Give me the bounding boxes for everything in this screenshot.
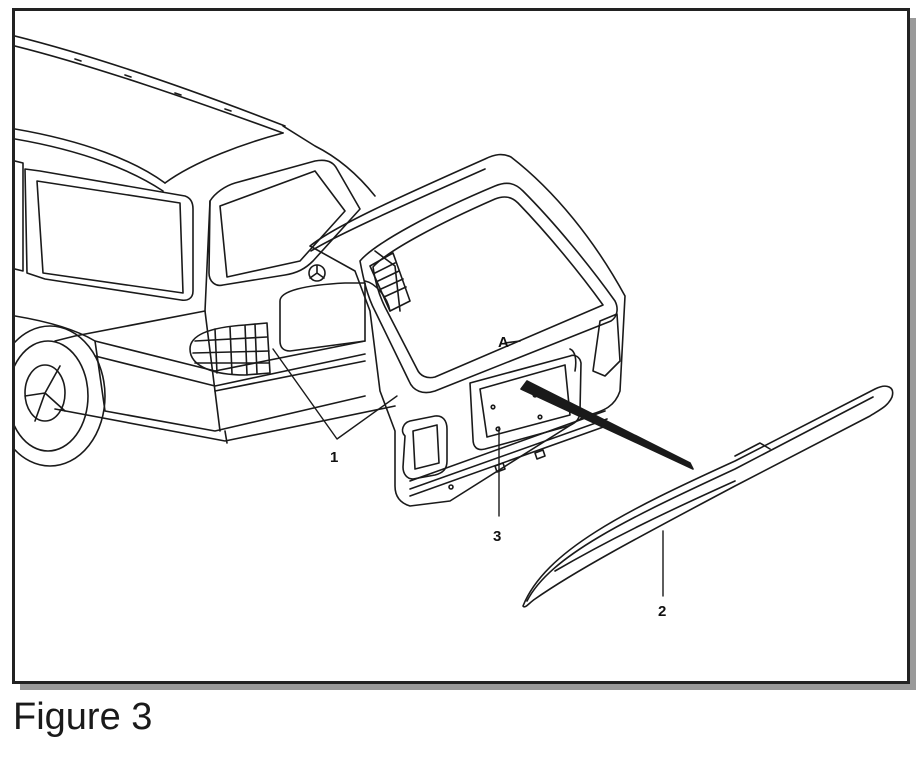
illustration-frame: A 1 3 2 (12, 8, 910, 684)
tailgate-badge-letter: A (498, 334, 509, 351)
figure-caption: Figure 3 (13, 696, 153, 738)
vehicle-body (15, 35, 401, 444)
callout-2: 2 (658, 603, 666, 620)
exploded-view-illustration: A 1 3 2 (15, 35, 894, 620)
trim-strip (522, 385, 894, 608)
assembly-arrow (520, 380, 694, 470)
callout-3: 3 (493, 528, 501, 545)
leader-lines (272, 348, 664, 597)
tailgate (309, 153, 626, 507)
wheel (15, 325, 106, 467)
callout-1: 1 (330, 449, 338, 466)
